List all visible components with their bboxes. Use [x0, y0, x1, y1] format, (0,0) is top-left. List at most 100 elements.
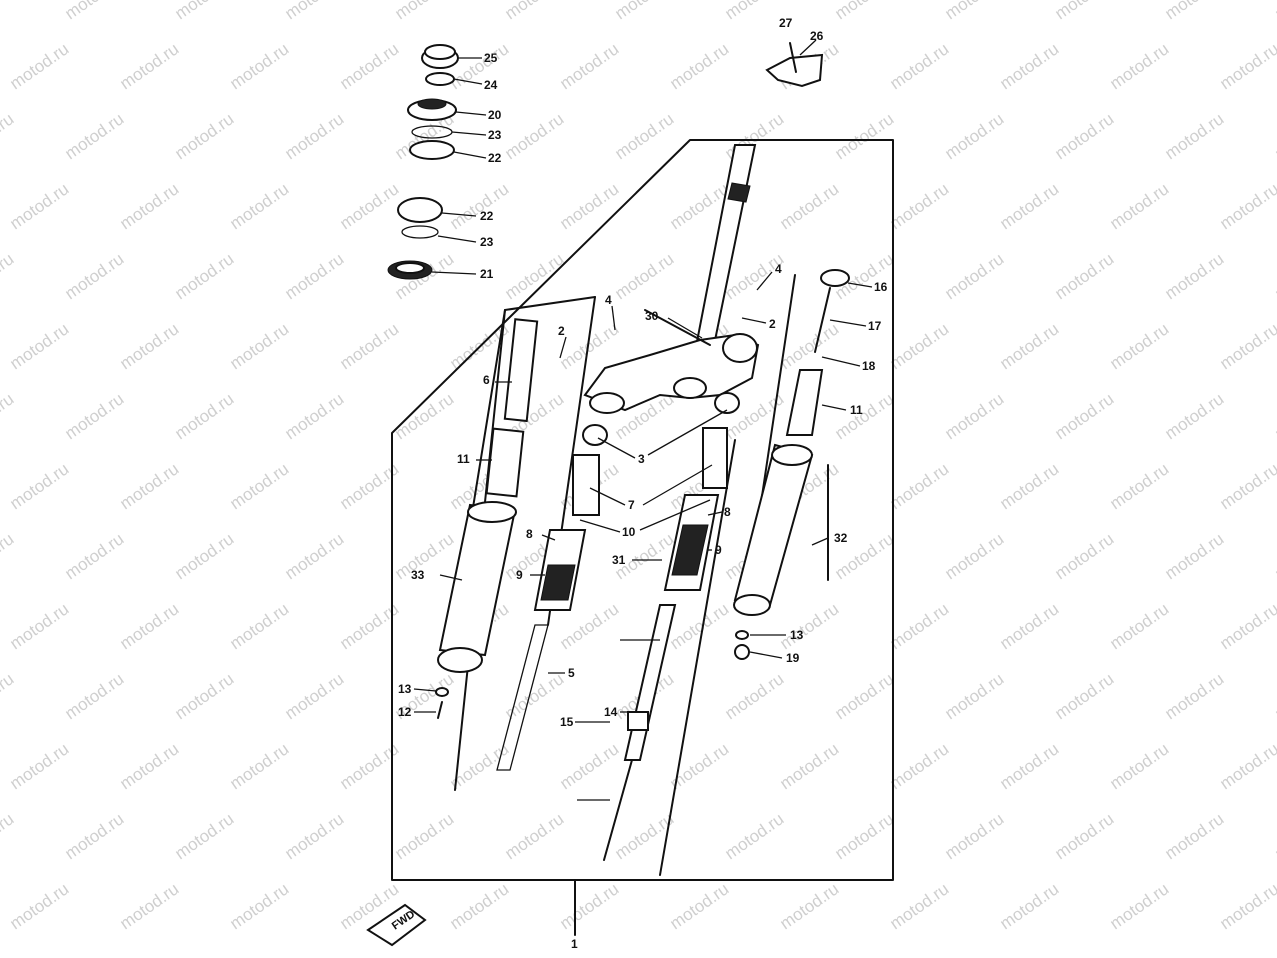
watermark-text: motod.ru [941, 809, 1007, 863]
watermark-text: motod.ru [721, 809, 787, 863]
watermark-text: motod.ru [886, 319, 952, 373]
label-16: 16 [874, 280, 888, 294]
label-22b: 22 [480, 209, 494, 223]
label-13a: 13 [398, 682, 412, 696]
watermark-text: motod.ru [0, 109, 17, 163]
watermark-text: motod.ru [1271, 249, 1277, 303]
watermark-text: motod.ru [0, 389, 17, 443]
watermark-text: motod.ru [501, 0, 567, 23]
watermark-text: motod.ru [116, 179, 182, 233]
watermark-text: motod.ru [171, 529, 237, 583]
watermark-text: motod.ru [336, 319, 402, 373]
watermark-text: motod.ru [226, 319, 292, 373]
label-15: 15 [560, 715, 574, 729]
label-13b: 13 [790, 628, 804, 642]
watermark-text: motod.ru [1051, 669, 1117, 723]
upper-bearing-stack [387, 44, 459, 280]
watermark-text: motod.ru [831, 109, 897, 163]
watermark-text: motod.ru [666, 39, 732, 93]
label-8b: 8 [724, 505, 731, 519]
label-22a: 22 [488, 151, 502, 165]
label-24: 24 [484, 78, 498, 92]
watermark-text: motod.ru [501, 109, 567, 163]
watermark-text: motod.ru [1106, 879, 1172, 933]
label-11b: 11 [850, 403, 863, 417]
label-21: 21 [480, 267, 494, 281]
watermark-text: motod.ru [1216, 39, 1277, 93]
watermark-text: motod.ru [501, 249, 567, 303]
watermark-text: motod.ru [1161, 529, 1227, 583]
watermark-text: motod.ru [941, 0, 1007, 23]
watermark-text: motod.ru [1106, 39, 1172, 93]
watermark-text: motod.ru [446, 179, 512, 233]
watermark-text: motod.ru [886, 599, 952, 653]
steering-stem [583, 144, 760, 414]
label-7: 7 [628, 498, 635, 512]
watermark-text: motod.ru [1106, 459, 1172, 513]
watermark-text: motod.ru [61, 669, 127, 723]
center-right-damper [663, 392, 740, 591]
label-9a: 9 [516, 568, 523, 582]
watermark-text: motod.ru [996, 599, 1062, 653]
callout-leaders [413, 39, 873, 801]
watermark-text: motod.ru [1271, 809, 1277, 863]
right-fork-parts [733, 269, 850, 660]
watermark-text: motod.ru [0, 809, 17, 863]
watermark-text: motod.ru [1216, 459, 1277, 513]
label-5: 5 [568, 666, 575, 680]
watermark-text: motod.ru [6, 599, 72, 653]
watermark-text: motod.ru [61, 809, 127, 863]
watermark-text: motod.ru [281, 529, 347, 583]
watermark-text: motod.ru [1161, 669, 1227, 723]
watermark-text: motod.ru [556, 879, 622, 933]
watermark-text: motod.ru [281, 389, 347, 443]
watermark-text: motod.ru [1216, 739, 1277, 793]
watermark-text: motod.ru [1051, 809, 1117, 863]
label-26: 26 [810, 29, 824, 43]
watermark-text: motod.ru [996, 879, 1062, 933]
watermark-text: motod.ru [1216, 319, 1277, 373]
watermark-text: motod.ru [996, 459, 1062, 513]
watermark-text: motod.ru [391, 0, 457, 23]
watermark-text: motod.ru [116, 599, 182, 653]
label-27: 27 [779, 16, 793, 30]
label-9b: 9 [715, 543, 722, 557]
watermark-text: motod.ru [941, 669, 1007, 723]
watermark-text: motod.ru [831, 669, 897, 723]
watermark-text: motod.ru [1271, 109, 1277, 163]
watermark-text: motod.ru [281, 669, 347, 723]
watermark-text: motod.ru [281, 109, 347, 163]
watermark-text: motod.ru [1051, 249, 1117, 303]
watermark-text: motod.ru [1161, 389, 1227, 443]
watermark-text: motod.ru [226, 879, 292, 933]
watermark-text: motod.ru [831, 0, 897, 23]
watermark-text: motod.ru [1051, 529, 1117, 583]
label-2b: 2 [769, 317, 776, 331]
watermark-text: motod.ru [61, 0, 127, 23]
label-4a: 4 [605, 293, 612, 307]
damper-rod [603, 604, 677, 861]
label-1: 1 [571, 937, 578, 951]
label-18: 18 [862, 359, 876, 373]
watermark-text: motod.ru [116, 39, 182, 93]
watermark-text: motod.ru [776, 739, 842, 793]
watermark-text: motod.ru [776, 879, 842, 933]
label-31: 31 [612, 553, 626, 567]
watermark-text: motod.ru [281, 249, 347, 303]
watermark-text: motod.ru [501, 809, 567, 863]
watermark-text: motod.ru [611, 0, 677, 23]
center-left-damper [496, 424, 608, 771]
watermark-text: motod.ru [6, 739, 72, 793]
watermark-text: motod.ru [0, 529, 17, 583]
watermark-text: motod.ru [171, 669, 237, 723]
watermark-text: motod.ru [171, 0, 237, 23]
watermark-text: motod.ru [1106, 739, 1172, 793]
watermark-text: motod.ru [1271, 529, 1277, 583]
watermark-text: motod.ru [611, 249, 677, 303]
label-17: 17 [868, 319, 882, 333]
watermark-text: motod.ru [1271, 389, 1277, 443]
watermark-text: motod.ru [391, 389, 457, 443]
label-14: 14 [604, 705, 618, 719]
label-8a: 8 [526, 527, 533, 541]
